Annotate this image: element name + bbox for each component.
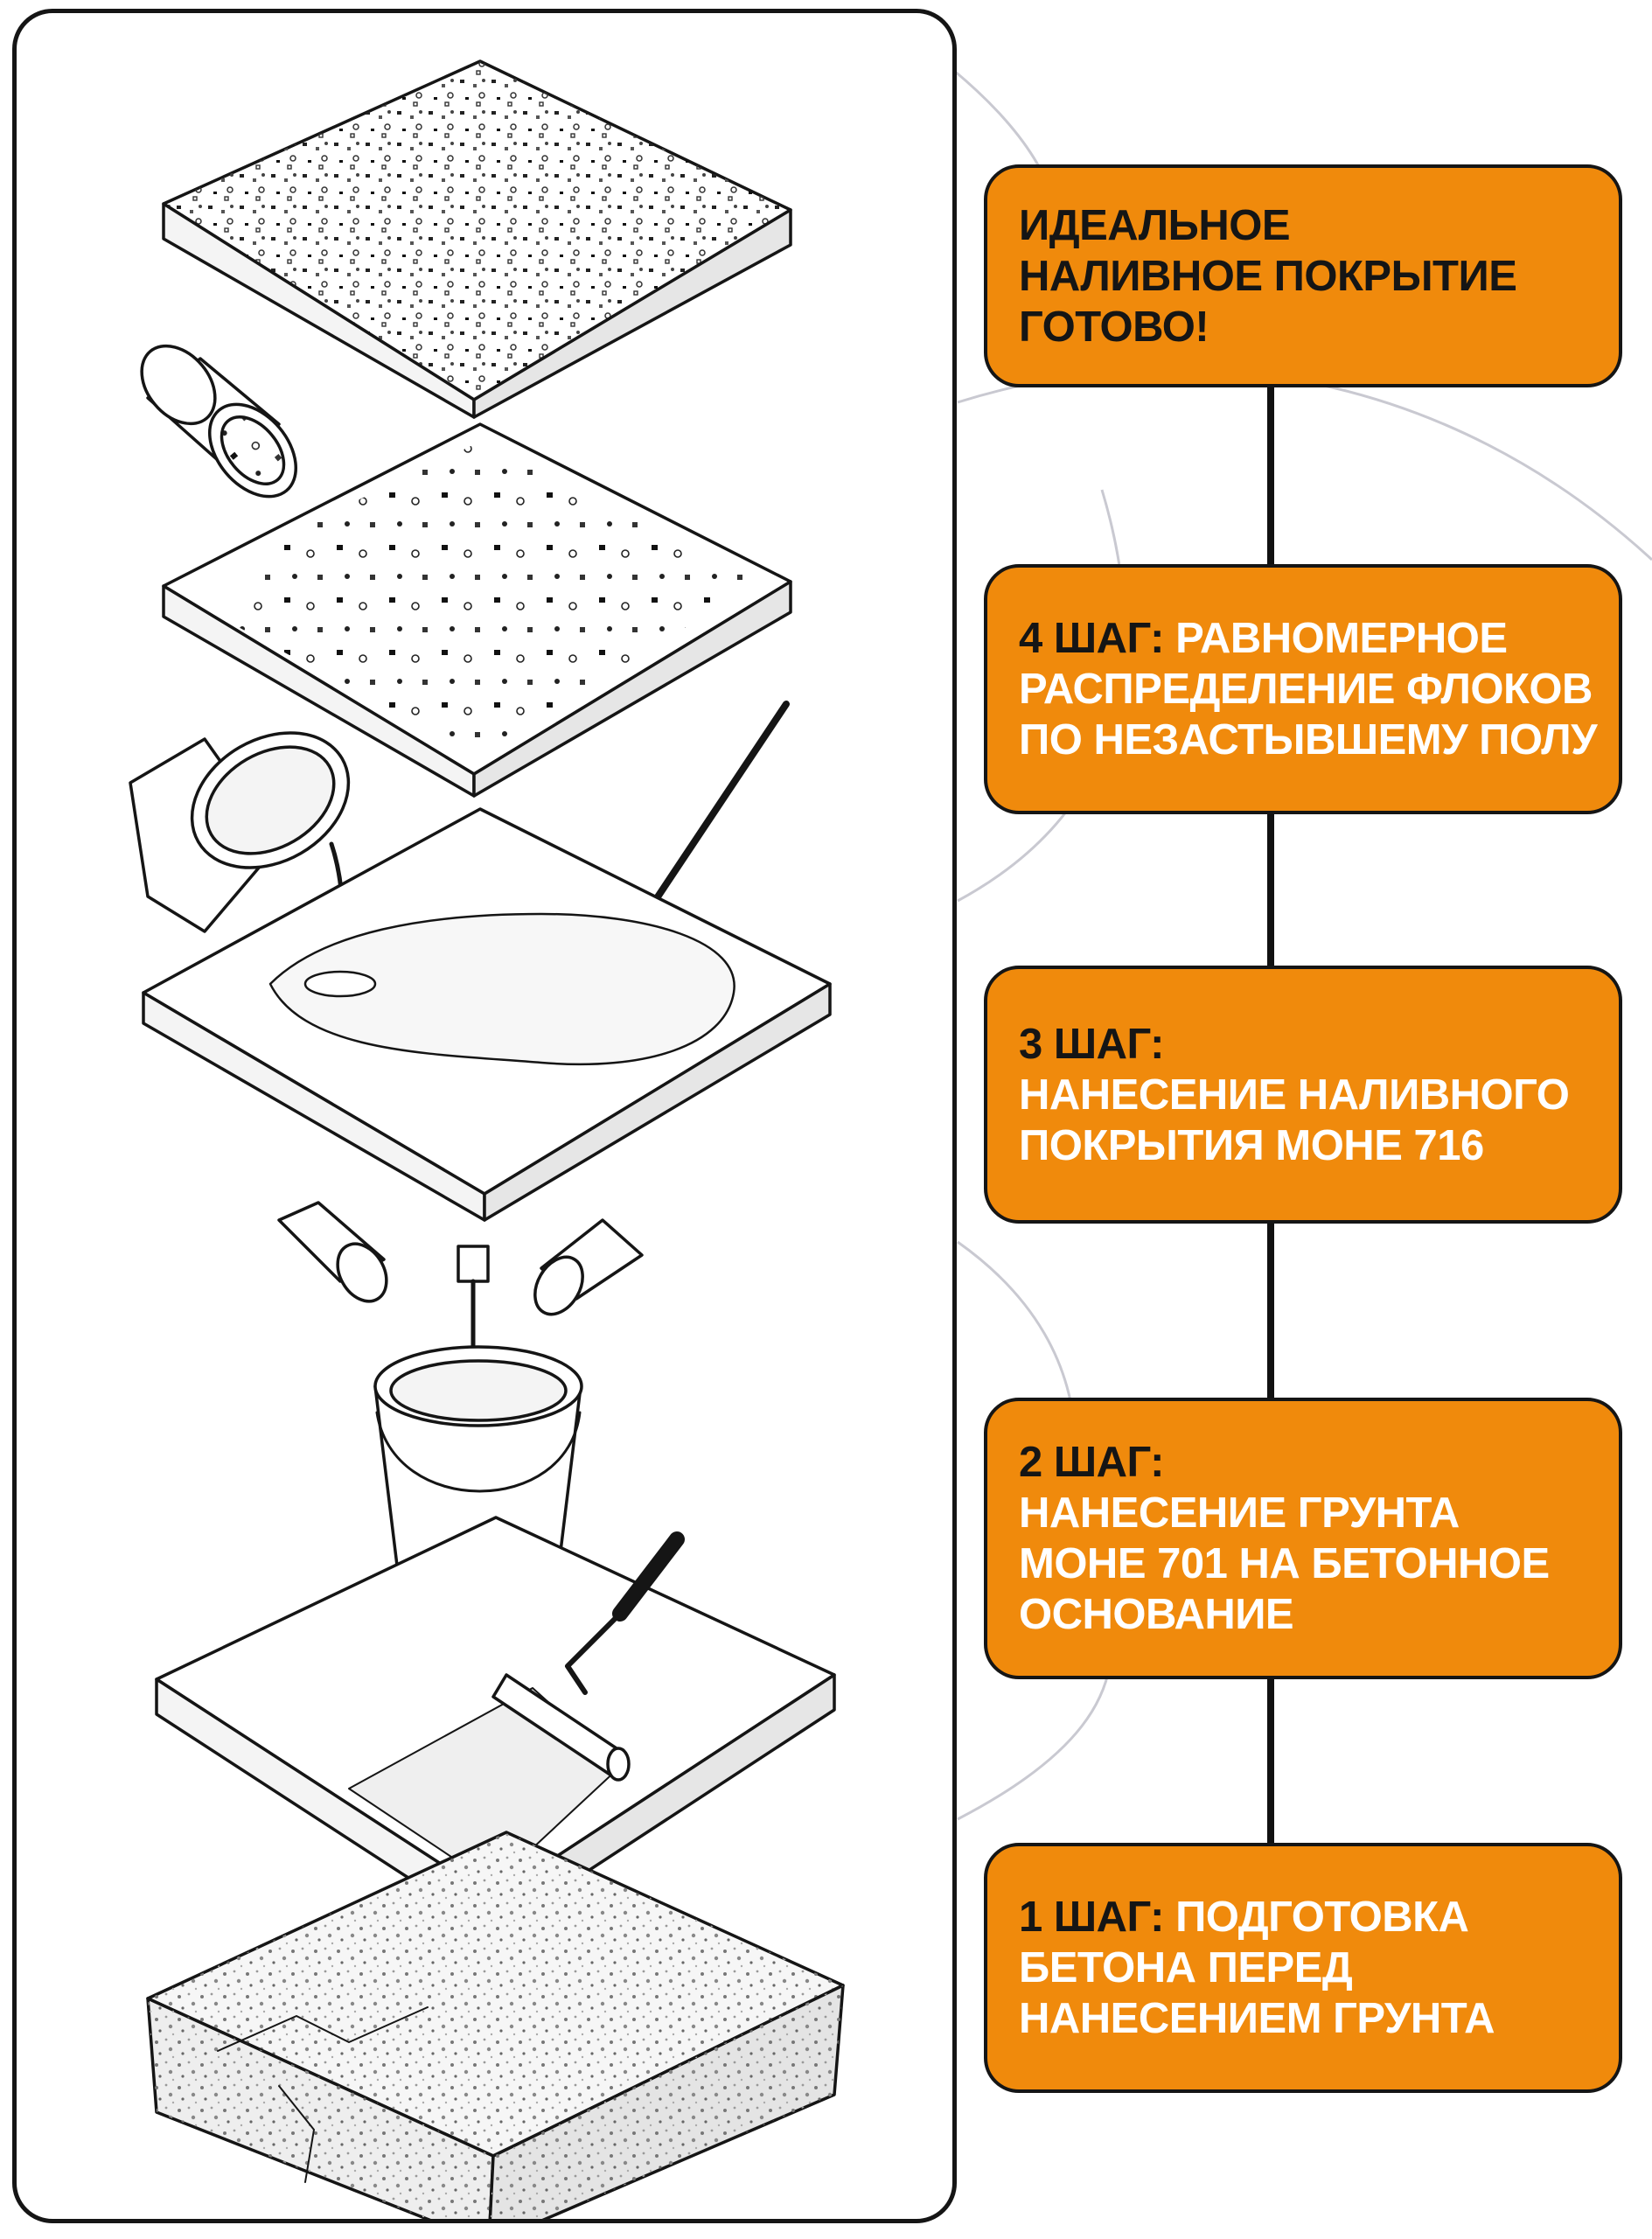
flake-finished-layer <box>162 59 792 419</box>
step-box-4: 4 ШАГ: РАВНОМЕРНОЕ РАСПРЕДЕЛЕНИЕ ФЛОКОВ … <box>984 564 1622 814</box>
cap-icon <box>277 1201 644 1316</box>
floor-layers-illustration <box>129 59 845 2219</box>
step1-line-3: НАНЕСЕНИЕМ ГРУНТА <box>1019 1995 1495 2042</box>
step-box-2: 2 ШАГ: НАНЕСЕНИЕ ГРУНТА МОНЕ 701 НА БЕТО… <box>984 1398 1622 1679</box>
step2-line-2: НАНЕСЕНИЕ ГРУНТА <box>1019 1489 1460 1537</box>
step1-first-line: 1 ШАГ: ПОДГОТОВКА <box>1019 1892 1587 1943</box>
concrete-base <box>146 1831 845 2219</box>
flake-scatter-layer <box>162 422 792 798</box>
step4-first-line: 4 ШАГ: РАВНОМЕРНОЕ <box>1019 613 1587 664</box>
step2-heading: 2 ШАГ: <box>1019 1439 1164 1486</box>
paint-roller-icon <box>491 1531 685 1782</box>
step3-heading: 3 ШАГ: <box>1019 1020 1164 1068</box>
step1-line-2: БЕТОНА ПЕРЕД <box>1019 1944 1353 1991</box>
step3-line-2: НАНЕСЕНИЕ НАЛИВНОГО <box>1019 1071 1570 1119</box>
step4-heading: 4 ШАГ: <box>1019 615 1164 662</box>
step4-first-line-rest: РАВНОМЕРНОЕ <box>1163 615 1508 662</box>
step3-line-3: ПОКРЫТИЯ МОНЕ 716 <box>1019 1121 1484 1169</box>
arc-upper <box>957 367 1652 561</box>
step4-line-2: РАСПРЕДЕЛЕНИЕ ФЛОКОВ <box>1019 666 1593 713</box>
done-line-1: ИДЕАЛЬНОЕ <box>1019 201 1291 249</box>
step1-first-line-rest: ПОДГОТОВКА <box>1163 1894 1469 1941</box>
done-line-3: ГОТОВО! <box>1019 303 1209 351</box>
self-leveling-pour-layer <box>142 807 832 1222</box>
flake-can-icon <box>140 344 298 499</box>
illustration-panel <box>12 9 957 2223</box>
paint-bucket-icon <box>129 731 351 969</box>
step-box-1: 1 ШАГ: ПОДГОТОВКА БЕТОНА ПЕРЕД НАНЕСЕНИЕ… <box>984 1843 1622 2093</box>
done-line-2: НАЛИВНОЕ ПОКРЫТИЕ <box>1019 252 1517 300</box>
step1-heading: 1 ШАГ: <box>1019 1894 1164 1941</box>
step2-line-3: МОНЕ 701 НА БЕТОННОЕ <box>1019 1540 1550 1587</box>
step-box-3: 3 ШАГ: НАНЕСЕНИЕ НАЛИВНОГО ПОКРЫТИЯ МОНЕ… <box>984 966 1622 1224</box>
step-box-done: ИДЕАЛЬНОЕ НАЛИВНОЕ ПОКРЫТИЕ ГОТОВО! <box>984 164 1622 387</box>
step4-line-3: ПО НЕЗАСТЫВШЕМУ ПОЛУ <box>1019 716 1598 764</box>
step2-line-4: ОСНОВАНИЕ <box>1019 1591 1294 1638</box>
